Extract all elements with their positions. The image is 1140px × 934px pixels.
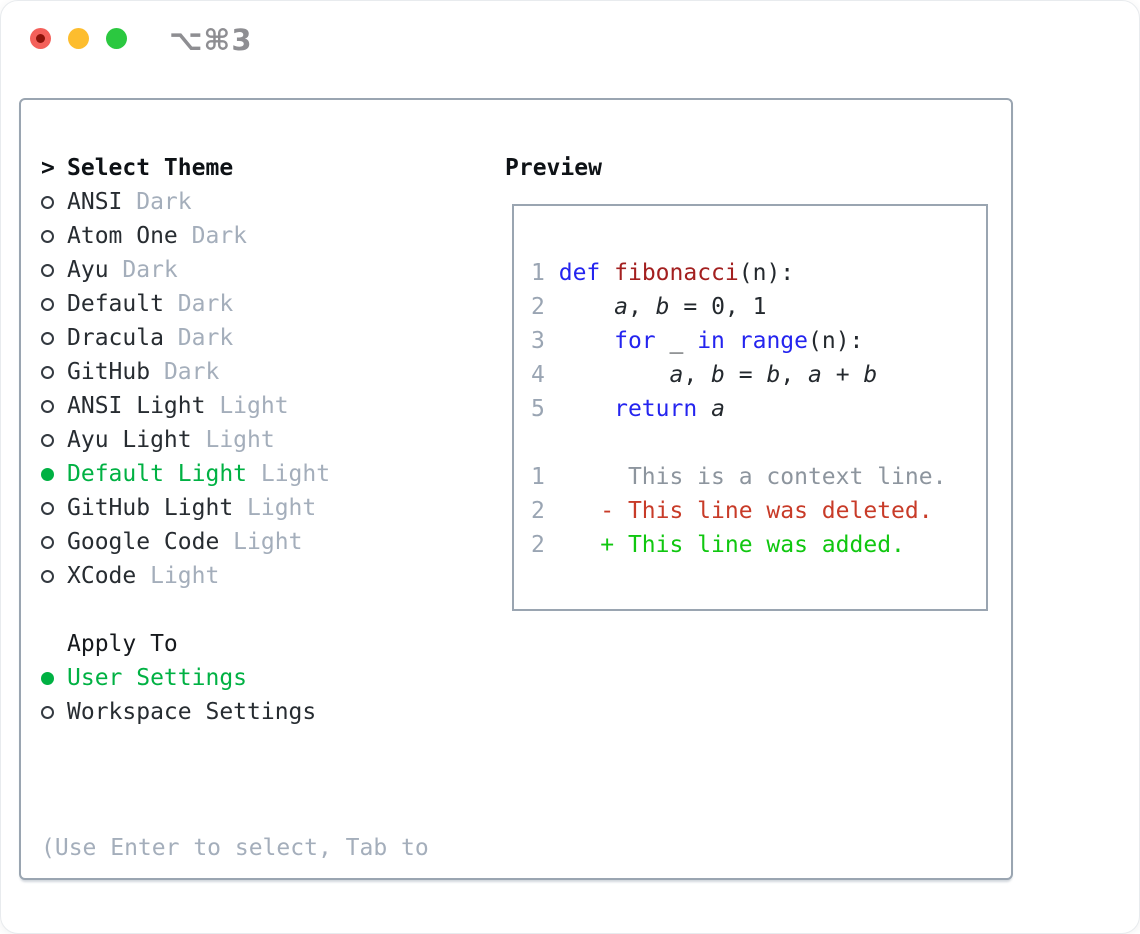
theme-variant: Light bbox=[233, 495, 317, 521]
window-title: ⌥⌘3 bbox=[169, 23, 253, 57]
spacer bbox=[41, 593, 491, 627]
line-number: 1 bbox=[531, 464, 545, 490]
theme-name: Ayu bbox=[67, 257, 109, 283]
theme-variant: Dark bbox=[177, 223, 248, 249]
code-line: 2 + This line was added. bbox=[531, 532, 905, 558]
radio-icon bbox=[41, 501, 54, 515]
radio-icon bbox=[41, 331, 54, 345]
theme-name: XCode bbox=[67, 563, 137, 589]
radio-icon bbox=[41, 705, 54, 719]
theme-option-google-code-light[interactable]: Google Code Light bbox=[41, 525, 491, 559]
select-theme-header: > Select Theme bbox=[41, 151, 491, 185]
code-line bbox=[531, 426, 986, 460]
theme-option-ansi-dark[interactable]: ANSI Dark bbox=[41, 185, 491, 219]
theme-option-default-dark[interactable]: Default Dark bbox=[41, 287, 491, 321]
apply-option-label: Workspace Settings bbox=[67, 699, 317, 725]
theme-option-xcode-light[interactable]: XCode Light bbox=[41, 559, 491, 593]
code-line: 2 a, b = 0, 1 bbox=[531, 294, 767, 320]
theme-name: Atom One bbox=[67, 223, 178, 249]
code-line: 3 for _ in range(n): bbox=[531, 328, 864, 354]
theme-name: Google Code bbox=[67, 529, 220, 555]
help-text: (Use Enter to select, Tab to change focu… bbox=[41, 763, 491, 933]
radio-icon bbox=[41, 399, 54, 413]
theme-variant: Light bbox=[136, 563, 220, 589]
theme-option-atom-one-dark[interactable]: Atom One Dark bbox=[41, 219, 491, 253]
theme-name: ANSI bbox=[67, 189, 123, 215]
code-line: 5 return a bbox=[531, 396, 725, 422]
theme-option-github-light-light[interactable]: GitHub Light Light bbox=[41, 491, 491, 525]
theme-option-default-light-light[interactable]: Default Light Light bbox=[41, 457, 491, 491]
line-number: 1 bbox=[531, 260, 545, 286]
theme-name: Dracula bbox=[67, 325, 164, 351]
line-number: 3 bbox=[531, 328, 545, 354]
radio-selected-icon bbox=[41, 671, 54, 685]
theme-name: Default bbox=[67, 291, 164, 317]
close-button[interactable] bbox=[30, 28, 51, 49]
preview-title: Preview bbox=[505, 155, 602, 181]
apply-to-title: Apply To bbox=[67, 631, 178, 657]
radio-icon bbox=[41, 365, 54, 379]
select-theme-title: Select Theme bbox=[67, 155, 234, 181]
theme-variant: Dark bbox=[150, 359, 220, 385]
theme-name: Ayu Light bbox=[67, 427, 192, 453]
line-number: 5 bbox=[531, 396, 545, 422]
apply-option-workspace-settings[interactable]: Workspace Settings bbox=[41, 695, 491, 729]
theme-name: Default Light bbox=[67, 461, 248, 487]
theme-variant: Dark bbox=[163, 291, 234, 317]
theme-variant: Light bbox=[219, 529, 303, 555]
apply-option-user-settings[interactable]: User Settings bbox=[41, 661, 491, 695]
code-preview: 1 def fibonacci(n): 2 a, b = 0, 1 3 for _ … bbox=[514, 206, 986, 562]
radio-icon bbox=[41, 569, 54, 583]
theme-name: GitHub Light bbox=[67, 495, 234, 521]
theme-option-ayu-dark[interactable]: Ayu Dark bbox=[41, 253, 491, 287]
radio-icon bbox=[41, 195, 54, 209]
apply-option-label: User Settings bbox=[67, 665, 248, 691]
theme-variant: Light bbox=[247, 461, 331, 487]
theme-variant: Dark bbox=[108, 257, 178, 283]
theme-variant: Light bbox=[205, 393, 289, 419]
line-number: 4 bbox=[531, 362, 545, 388]
minimize-button[interactable] bbox=[68, 28, 89, 49]
theme-name: ANSI Light bbox=[67, 393, 206, 419]
code-line: 4 a, b = b, a + b bbox=[531, 362, 878, 388]
record-dot-icon bbox=[36, 34, 45, 43]
theme-option-github-dark[interactable]: GitHub Dark bbox=[41, 355, 491, 389]
theme-option-ayu-light-light[interactable]: Ayu Light Light bbox=[41, 423, 491, 457]
prompt-icon: > bbox=[41, 155, 55, 181]
radio-icon bbox=[41, 229, 54, 243]
preview-pane: 1 def fibonacci(n): 2 a, b = 0, 1 3 for _ … bbox=[512, 204, 988, 611]
code-line: 1 This is a context line. bbox=[531, 464, 947, 490]
apply-to-header: Apply To bbox=[41, 627, 491, 661]
radio-icon bbox=[41, 297, 54, 311]
theme-variant: Light bbox=[191, 427, 275, 453]
zoom-button[interactable] bbox=[106, 28, 127, 49]
theme-option-dracula-dark[interactable]: Dracula Dark bbox=[41, 321, 491, 355]
radio-icon bbox=[41, 263, 54, 277]
theme-variant: Dark bbox=[122, 189, 192, 215]
line-number: 2 bbox=[531, 532, 545, 558]
code-line: 2 - This line was deleted. bbox=[531, 498, 933, 524]
line-number: 2 bbox=[531, 498, 545, 524]
titlebar: ⌥⌘3 bbox=[1, 1, 1139, 77]
line-number: 2 bbox=[531, 294, 545, 320]
code-line: 1 def fibonacci(n): bbox=[531, 260, 795, 286]
help-line-1: (Use Enter to select, Tab to bbox=[41, 835, 429, 861]
traffic-lights bbox=[30, 28, 127, 49]
theme-option-ansi-light-light[interactable]: ANSI Light Light bbox=[41, 389, 491, 423]
theme-variant: Dark bbox=[163, 325, 234, 351]
radio-selected-icon bbox=[41, 467, 54, 481]
spacer bbox=[41, 729, 491, 763]
radio-icon bbox=[41, 433, 54, 447]
theme-name: GitHub bbox=[67, 359, 151, 385]
radio-icon bbox=[41, 535, 54, 549]
